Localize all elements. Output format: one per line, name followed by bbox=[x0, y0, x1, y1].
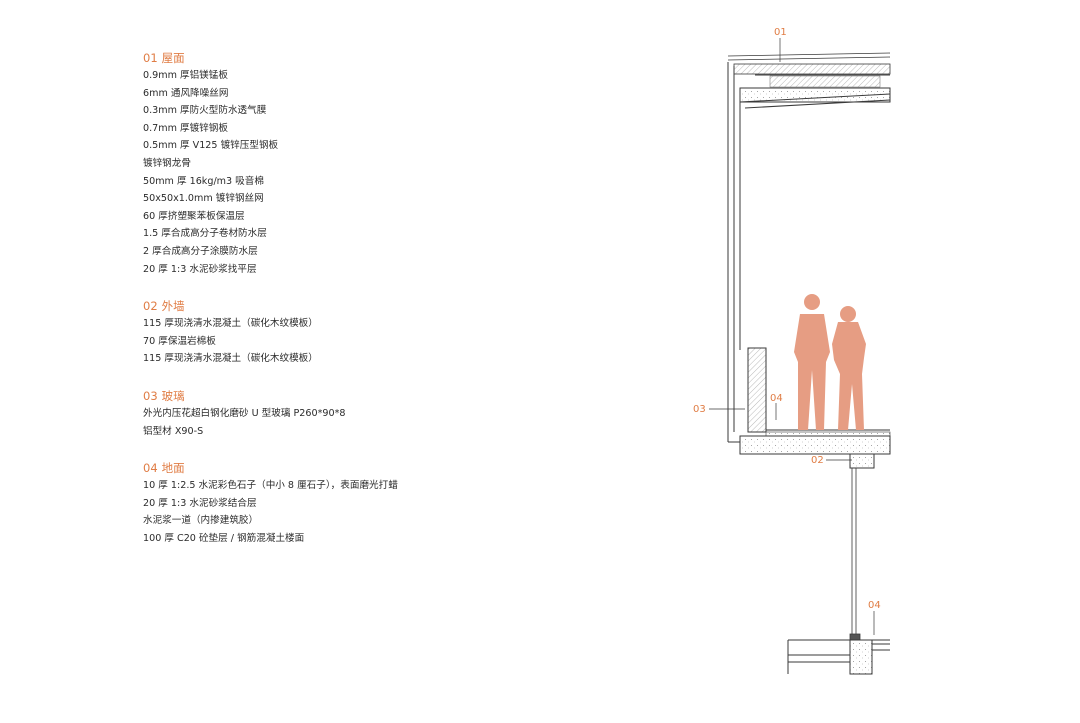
callout-leaders bbox=[709, 38, 875, 635]
section-name: 地面 bbox=[161, 461, 185, 476]
callout-floor-upper: 04 bbox=[770, 393, 783, 404]
legend-item: 6mm 通风降噪丝网 bbox=[143, 87, 229, 99]
legend-item: 20 厚 1:3 水泥砂浆找平层 bbox=[143, 263, 257, 275]
human-figure-right bbox=[832, 306, 866, 430]
roof-assembly bbox=[727, 52, 891, 109]
legend-item: 70 厚保温岩棉板 bbox=[143, 335, 216, 347]
legend-item: 0.3mm 厚防火型防水透气膜 bbox=[143, 105, 267, 117]
legend-item: 10 厚 1:2.5 水泥彩色石子（中小 8 厘石子），表面磨光打蜡 bbox=[143, 480, 398, 492]
u-glass-panel bbox=[849, 468, 861, 641]
section-number: 02 bbox=[143, 299, 158, 314]
legend-item: 1.5 厚合成高分子卷材防水层 bbox=[143, 228, 267, 240]
legend-item: 60 厚挤塑聚苯板保温层 bbox=[143, 210, 245, 222]
section-number: 03 bbox=[143, 388, 158, 403]
legend-item: 0.9mm 厚铝镁锰板 bbox=[143, 70, 228, 81]
callout-floor-lower: 04 bbox=[868, 600, 881, 611]
legend-item: 100 厚 C20 砼垫层 / 钢筋混凝土楼面 bbox=[143, 532, 305, 544]
section-name: 屋面 bbox=[161, 51, 185, 65]
legend-item: 50mm 厚 16kg/m3 吸音棉 bbox=[143, 175, 264, 187]
legend-item: 115 厚现浇清水混凝土（碳化木纹模板） bbox=[143, 318, 318, 330]
lower-floor bbox=[787, 639, 890, 675]
legend-item: 2 厚合成高分子涂膜防水层 bbox=[143, 245, 258, 257]
callout-glass: 03 bbox=[693, 404, 706, 415]
callout-roof: 01 bbox=[774, 27, 787, 38]
legend-item: 水泥浆一道（内掺建筑胶） bbox=[143, 515, 259, 527]
legend-item: 50x50x1.0mm 镀锌钢丝网 bbox=[143, 193, 264, 205]
legend-item: 0.7mm 厚镀锌钢板 bbox=[143, 122, 228, 134]
legend-item: 20 厚 1:3 水泥砂浆结合层 bbox=[143, 497, 257, 509]
section-name: 外墙 bbox=[161, 299, 185, 314]
section-name: 玻璃 bbox=[161, 388, 185, 403]
legend-item: 镀锌钢龙骨 bbox=[143, 157, 191, 169]
legend-item: 0.5mm 厚 V125 镀锌压型钢板 bbox=[143, 140, 279, 152]
legend-item: 115 厚现浇清水混凝土（碳化木纹模板） bbox=[143, 353, 318, 365]
human-figure-left bbox=[794, 294, 830, 430]
section-number: 04 bbox=[143, 461, 158, 476]
callout-exterior-wall: 02 bbox=[811, 455, 824, 466]
legend-item: 铝型材 X90-S bbox=[143, 425, 204, 437]
legend-item: 外光内压花超白钢化磨砂 U 型玻璃 P260*90*8 bbox=[143, 407, 346, 419]
section-number: 01 bbox=[143, 51, 158, 65]
exterior-wall bbox=[727, 62, 891, 469]
